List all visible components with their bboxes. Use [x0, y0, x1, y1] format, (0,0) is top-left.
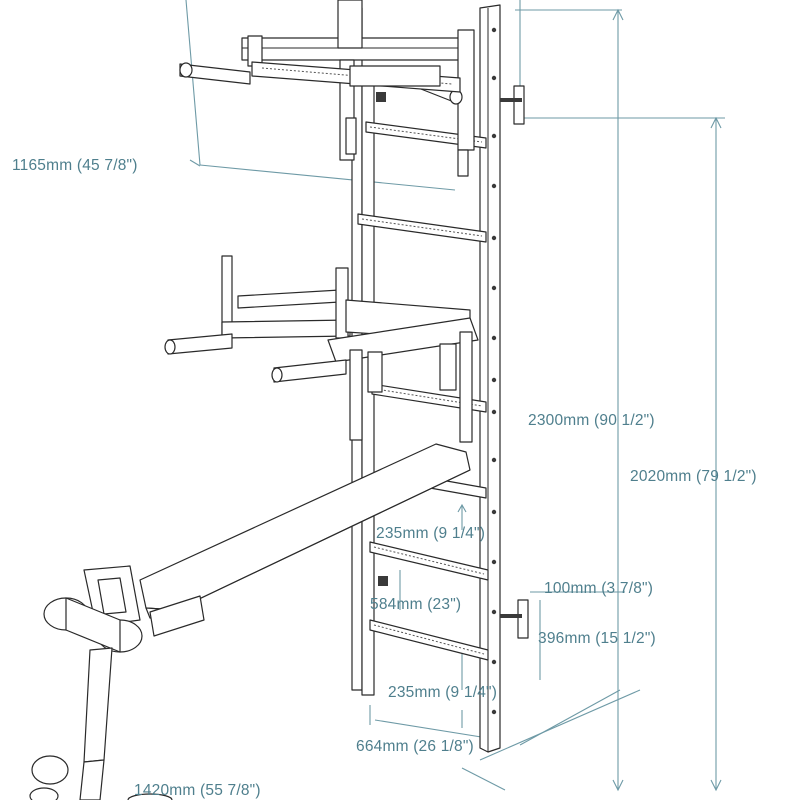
dimension-lines — [185, 0, 725, 792]
ladder-depth-label: 664mm (26 1/8") — [356, 738, 474, 755]
pullup-depth-label: 1165mm (45 7/8") — [12, 157, 138, 174]
bench-length-label: 1420mm (55 7/8") — [134, 782, 261, 799]
rung-offset-label: 584mm (23") — [370, 596, 461, 613]
rung-spacing-upper-label: 235mm (9 1/4") — [376, 525, 485, 542]
wall-bars-ladder — [351, 4, 529, 753]
total-height-label: 2300mm (90 1/2") — [528, 412, 655, 429]
wall-brackets — [376, 85, 529, 639]
rung-spacing-lower-label: 235mm (9 1/4") — [388, 684, 497, 701]
dip-station — [164, 255, 479, 443]
bench — [29, 443, 471, 800]
stile-holes — [491, 27, 497, 715]
wall-mount-height-label: 2020mm (79 1/2") — [630, 468, 757, 485]
pullup-bar — [179, 0, 475, 177]
lower-mount-height-label: 396mm (15 1/2") — [538, 630, 656, 647]
rungs — [357, 121, 489, 661]
dimension-labels: 1165mm (45 7/8") 2300mm (90 1/2") 2020mm… — [12, 157, 757, 799]
mount-offset-label: 100mm (3 7/8") — [544, 580, 653, 597]
